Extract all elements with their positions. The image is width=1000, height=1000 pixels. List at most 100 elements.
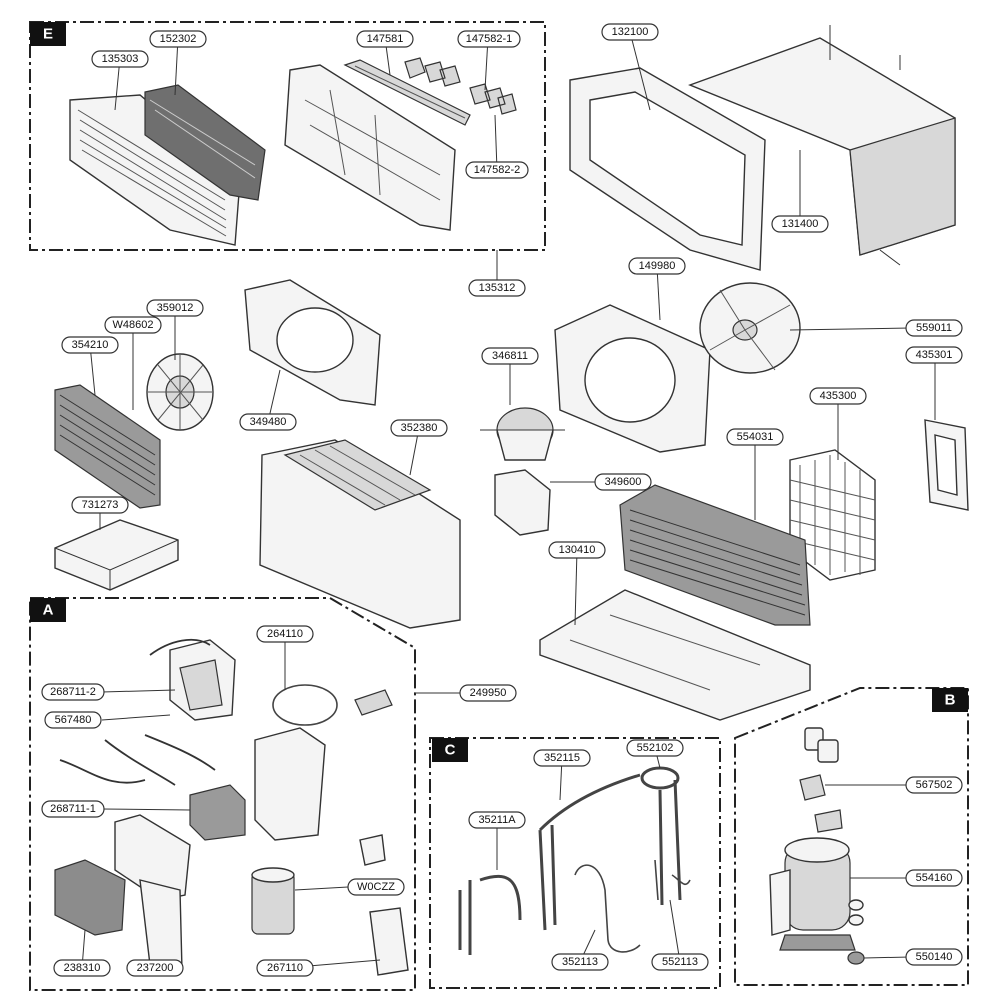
label-W0CZZ: W0CZZ	[347, 878, 405, 896]
label-346811: 346811	[481, 347, 539, 365]
svg-text:264110: 264110	[267, 628, 303, 640]
label-135303: 135303	[91, 50, 149, 68]
svg-text:E: E	[43, 26, 53, 43]
svg-text:149980: 149980	[639, 260, 676, 272]
label-264110: 264110	[256, 625, 314, 643]
svg-text:135303: 135303	[102, 53, 139, 65]
label-149980: 149980	[628, 257, 686, 275]
label-35211A: 35211A	[468, 811, 526, 829]
clip-part	[359, 834, 386, 866]
label-238310: 238310	[53, 959, 111, 977]
front-grille-part	[69, 94, 241, 246]
side-bracket-part	[924, 419, 969, 511]
svg-text:435301: 435301	[916, 349, 953, 361]
svg-text:268711-2: 268711-2	[50, 686, 96, 698]
label-147582-1: 147582-1	[457, 30, 521, 48]
label-349480: 349480	[239, 413, 297, 431]
label-354210: 354210	[61, 336, 119, 354]
svg-text:238310: 238310	[64, 962, 101, 974]
louver-clips-part	[404, 57, 517, 115]
svg-text:267110: 267110	[267, 962, 303, 974]
svg-text:268711-1: 268711-1	[50, 803, 96, 815]
label-435300: 435300	[809, 387, 867, 405]
label-268711-1: 268711-1	[41, 800, 105, 818]
svg-text:349600: 349600	[605, 476, 642, 488]
svg-text:567480: 567480	[55, 714, 92, 726]
svg-text:346811: 346811	[492, 350, 528, 362]
svg-text:550140: 550140	[916, 951, 953, 963]
svg-text:W48602: W48602	[113, 319, 154, 331]
svg-text:567502: 567502	[916, 779, 953, 791]
svg-text:352113: 352113	[562, 956, 598, 968]
orifice-panel-part	[244, 279, 381, 406]
svg-text:W0CZZ: W0CZZ	[357, 881, 395, 893]
label-130410: 130410	[548, 541, 606, 559]
condenser-fan-part	[699, 282, 801, 374]
label-147581: 147581	[356, 30, 414, 48]
svg-text:731273: 731273	[82, 499, 119, 511]
svg-text:147581: 147581	[367, 33, 404, 45]
label-147582-2: 147582-2	[465, 161, 529, 179]
label-352380: 352380	[390, 419, 448, 437]
label-135312: 135312	[468, 279, 526, 297]
svg-text:552113: 552113	[662, 956, 698, 968]
label-567480: 567480	[44, 711, 102, 729]
svg-text:130410: 130410	[559, 544, 596, 556]
capacitor-part	[251, 867, 295, 935]
label-249950: 249950	[459, 684, 517, 702]
svg-text:354210: 354210	[72, 339, 109, 351]
label-352115: 352115	[533, 749, 591, 767]
label-559011: 559011	[905, 319, 963, 337]
section-c-box: C	[429, 737, 721, 989]
condenser-shroud-part	[554, 304, 711, 453]
svg-text:147582-2: 147582-2	[474, 164, 521, 176]
air-filter-part	[144, 84, 266, 201]
svg-text:249950: 249950	[470, 687, 507, 699]
blower-wheel-part	[146, 353, 214, 431]
fan-motor-part	[480, 407, 565, 461]
cabinet-shell-part	[688, 25, 956, 266]
motor-bracket-part	[494, 469, 551, 536]
condenser-coil-part	[619, 484, 811, 626]
pcb-board-part	[189, 784, 246, 841]
label-W48602: W48602	[104, 316, 162, 334]
label-435301: 435301	[905, 346, 963, 364]
svg-text:552102: 552102	[637, 742, 674, 754]
svg-text:435300: 435300	[820, 390, 857, 402]
svg-text:237200: 237200	[137, 962, 174, 974]
front-frame-part	[284, 64, 456, 231]
label-237200: 237200	[126, 959, 184, 977]
section-a-box: A	[29, 597, 416, 991]
label-567502: 567502	[905, 776, 963, 794]
svg-text:C: C	[445, 742, 456, 759]
label-132100: 132100	[601, 23, 659, 41]
cabinet-frame-part	[569, 67, 766, 271]
svg-text:352380: 352380	[401, 422, 438, 434]
power-cord-part	[272, 684, 393, 726]
louver-part	[343, 59, 471, 126]
svg-text:152302: 152302	[160, 33, 197, 45]
label-552102: 552102	[626, 739, 684, 757]
section-e-tag: E	[30, 22, 66, 46]
section-c-tag: C	[432, 738, 468, 762]
base-housing-part	[259, 439, 461, 629]
label-552113: 552113	[651, 953, 709, 971]
evaporator-coil-part	[54, 384, 161, 509]
section-b-tag: B	[932, 688, 968, 712]
remote-control-part	[54, 859, 126, 936]
label-550140: 550140	[905, 948, 963, 966]
svg-text:147582-1: 147582-1	[466, 33, 513, 45]
svg-text:352115: 352115	[544, 752, 580, 764]
remote-part	[369, 907, 409, 976]
packing-box-part	[54, 519, 179, 591]
svg-text:554031: 554031	[737, 431, 774, 443]
control-panel-part	[114, 814, 191, 971]
svg-text:349480: 349480	[250, 416, 287, 428]
electrical-box-part	[254, 727, 326, 841]
svg-text:135312: 135312	[479, 282, 516, 294]
tubing-assembly-part	[458, 766, 691, 955]
svg-text:132100: 132100	[612, 26, 649, 38]
label-359012: 359012	[146, 299, 204, 317]
overload-part	[799, 727, 843, 833]
